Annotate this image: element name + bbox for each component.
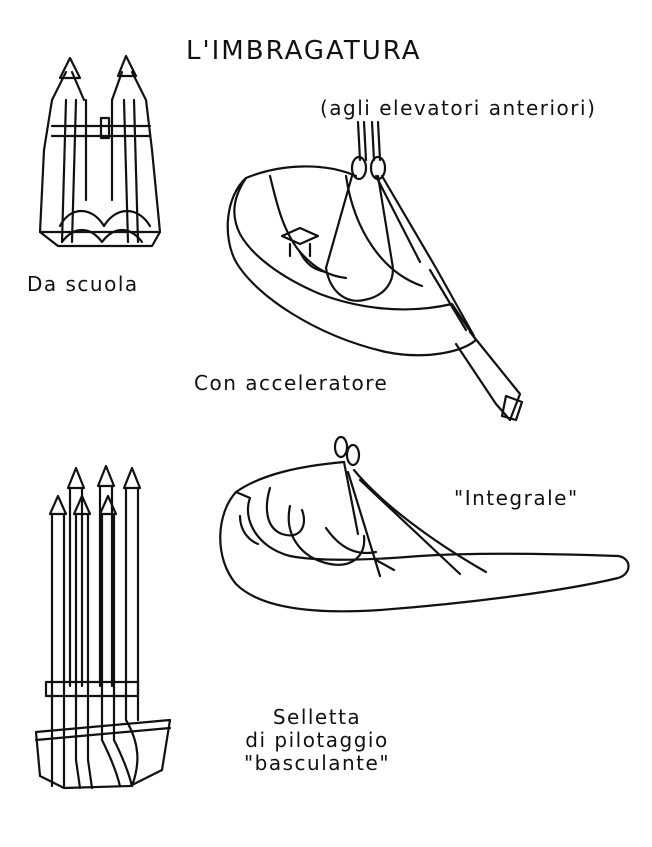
tilting-seat-label-line1: Selletta xyxy=(272,705,362,729)
tilting-seat-label-line2: di pilotaggio xyxy=(245,728,389,752)
school-harness-label: Da scuola xyxy=(27,272,139,296)
tilting-seat-label: Selletta di pilotaggio "basculante" xyxy=(200,706,434,775)
tilting-seat-label-line3: "basculante" xyxy=(243,751,391,775)
front-risers-label: (agli elevatori anteriori) xyxy=(320,96,597,120)
accelerator-harness-drawing xyxy=(226,120,524,422)
school-harness-drawing xyxy=(38,54,162,248)
page-title: L'IMBRAGATURA xyxy=(186,36,422,66)
integral-harness-drawing xyxy=(219,435,630,613)
tilting-seat-drawing xyxy=(34,464,172,790)
integral-harness-label: "Integrale" xyxy=(454,486,579,510)
accelerator-harness-label: Con acceleratore xyxy=(194,371,389,395)
